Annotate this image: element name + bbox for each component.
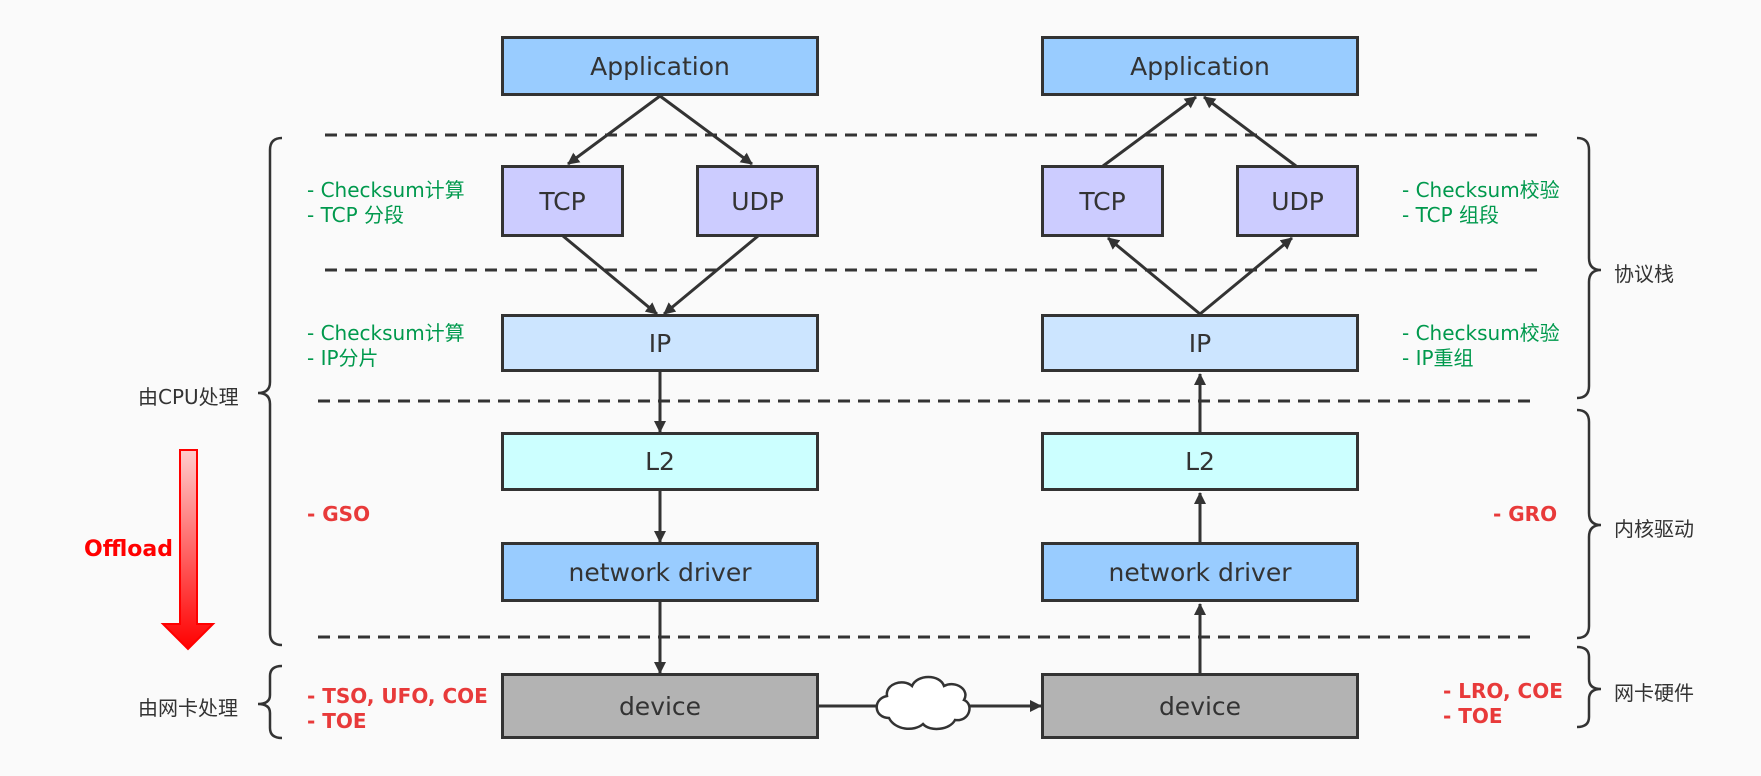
left-application-box: Application xyxy=(501,36,819,96)
right-network-driver-label: network driver xyxy=(1108,557,1292,587)
left-ip-label: IP xyxy=(648,328,672,358)
right-driver-notes: - GRO xyxy=(1493,502,1557,527)
arrow-udp-to-ip-left xyxy=(663,234,759,316)
right-application-box: Application xyxy=(1041,36,1359,96)
left-udp-box: UDP xyxy=(696,165,819,237)
brace-protocol-stack xyxy=(1576,136,1602,400)
brace-nic-hardware xyxy=(1576,645,1602,729)
right-application-label: Application xyxy=(1130,51,1270,81)
arrow-ip-to-udp-right xyxy=(1199,236,1293,316)
left-nic-notes: - TSO, UFO, COE - TOE xyxy=(307,684,488,734)
right-transport-notes: - Checksum校验 - TCP 组段 xyxy=(1402,178,1560,228)
left-network-note: - IP分片 xyxy=(307,346,379,370)
left-transport-note: - Checksum计算 xyxy=(307,178,465,202)
label-kernel-driver: 内核驱动 xyxy=(1614,517,1694,541)
right-transport-note: - Checksum校验 xyxy=(1402,178,1560,202)
left-ip-box: IP xyxy=(501,314,819,372)
right-device-label: device xyxy=(1158,691,1242,721)
arrow-app-to-tcp-left xyxy=(567,94,661,166)
left-network-driver-box: network driver xyxy=(501,542,819,602)
arrow-tcp-to-ip-left xyxy=(562,234,658,316)
left-application-label: Application xyxy=(590,51,730,81)
brace-cpu xyxy=(257,136,283,647)
cloud-icon xyxy=(875,675,971,731)
arrow-udp-to-app-right xyxy=(1203,95,1297,168)
left-nic-note: - TSO, UFO, COE xyxy=(307,684,488,708)
label-offload: Offload xyxy=(84,537,173,562)
left-device-box: device xyxy=(501,673,819,739)
left-l2-box: L2 xyxy=(501,432,819,491)
right-tcp-box: TCP xyxy=(1041,165,1164,237)
right-udp-box: UDP xyxy=(1236,165,1359,237)
right-ip-box: IP xyxy=(1041,314,1359,372)
label-protocol-stack: 协议栈 xyxy=(1614,262,1674,286)
brace-kernel-driver xyxy=(1576,408,1602,640)
left-tcp-label: TCP xyxy=(539,186,586,216)
left-driver-notes: - GSO xyxy=(307,502,370,527)
left-l2-label: L2 xyxy=(645,447,675,476)
right-network-note: - IP重组 xyxy=(1402,346,1474,370)
left-tcp-box: TCP xyxy=(501,165,624,237)
arrow-app-to-udp-left xyxy=(659,94,753,166)
arrow-ip-to-tcp-right xyxy=(1107,236,1201,316)
label-nic-processing: 由网卡处理 xyxy=(138,696,238,720)
brace-nic xyxy=(257,664,283,740)
left-network-driver-label: network driver xyxy=(568,557,752,587)
left-transport-note: - TCP 分段 xyxy=(307,203,405,227)
left-driver-note: - GSO xyxy=(307,502,371,526)
right-udp-label: UDP xyxy=(1271,186,1324,216)
right-network-note: - Checksum校验 xyxy=(1402,321,1560,345)
left-network-notes: - Checksum计算 - IP分片 xyxy=(307,321,465,371)
right-ip-label: IP xyxy=(1188,328,1212,358)
right-network-notes: - Checksum校验 - IP重组 xyxy=(1402,321,1560,371)
left-udp-label: UDP xyxy=(731,186,784,216)
arrow-tcp-to-app-right xyxy=(1102,95,1197,168)
right-driver-note: - GRO xyxy=(1493,502,1558,526)
right-network-driver-box: network driver xyxy=(1041,542,1359,602)
label-cpu-processing: 由CPU处理 xyxy=(138,385,239,409)
offload-arrow xyxy=(160,449,216,651)
left-device-label: device xyxy=(618,691,702,721)
left-transport-notes: - Checksum计算 - TCP 分段 xyxy=(307,178,465,228)
left-nic-note: - TOE xyxy=(307,709,367,733)
right-l2-label: L2 xyxy=(1185,447,1215,476)
right-nic-note: - LRO, COE xyxy=(1443,679,1563,703)
right-tcp-label: TCP xyxy=(1079,186,1126,216)
right-l2-box: L2 xyxy=(1041,432,1359,491)
left-network-note: - Checksum计算 xyxy=(307,321,465,345)
right-transport-note: - TCP 组段 xyxy=(1402,203,1500,227)
right-nic-note: - TOE xyxy=(1443,704,1503,728)
right-nic-notes: - LRO, COE - TOE xyxy=(1443,679,1563,729)
right-device-box: device xyxy=(1041,673,1359,739)
label-nic-hardware: 网卡硬件 xyxy=(1614,681,1694,705)
